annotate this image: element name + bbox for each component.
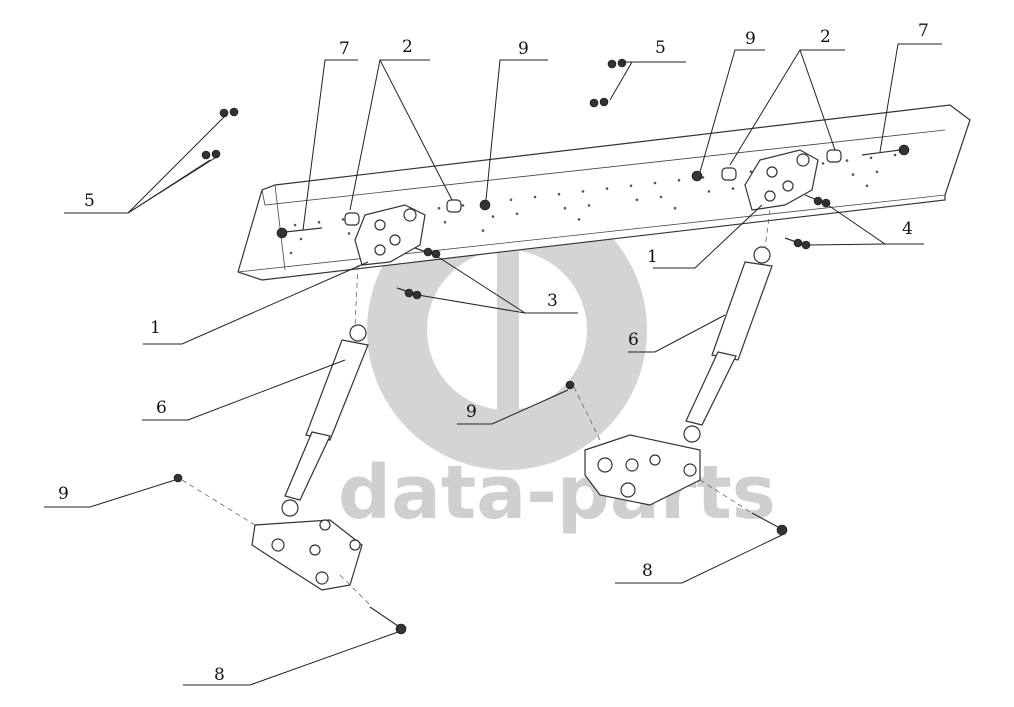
- rail-hole: [749, 170, 753, 174]
- callout-4: 4: [902, 219, 913, 239]
- rail-hole: [293, 223, 297, 227]
- rail-hole: [875, 170, 879, 174]
- callout-6-right: 6: [628, 330, 639, 350]
- rail-hole: [701, 176, 705, 179]
- rail-hole: [491, 215, 495, 218]
- rail-hole: [653, 181, 657, 185]
- rail-hole: [509, 198, 513, 202]
- rail-hole: [731, 187, 735, 190]
- rail-hole: [577, 218, 581, 221]
- rail-hole: [299, 237, 303, 241]
- rail-hole: [437, 206, 441, 210]
- left-lower-mount: [251, 519, 363, 591]
- rail-hole: [845, 159, 849, 162]
- rail-hole: [347, 232, 351, 235]
- rail-hole: [707, 190, 711, 193]
- callout-1-left: 1: [150, 318, 161, 338]
- rail-hole: [443, 220, 447, 224]
- rail-hole: [533, 195, 537, 199]
- callout-1-right: 1: [647, 247, 658, 267]
- callout-2-right: 2: [820, 27, 831, 47]
- callout-5-left: 5: [84, 191, 95, 211]
- left-shock-absorber: [281, 324, 369, 517]
- callout-9-low-left: 9: [58, 484, 69, 504]
- callout-9-top-right: 9: [745, 29, 756, 49]
- callout-5-top: 5: [655, 38, 666, 58]
- right-bracket: [744, 149, 819, 211]
- right-shock-absorber: [683, 246, 773, 443]
- rail-hole: [557, 192, 561, 196]
- rail-hole: [821, 162, 825, 165]
- leader-lines: [44, 43, 942, 686]
- rail-hole: [851, 173, 855, 176]
- watermark-logo-bar: [497, 250, 519, 410]
- rail-hole: [341, 218, 345, 221]
- callout-6-left: 6: [156, 398, 167, 418]
- callout-8-left: 8: [214, 665, 225, 685]
- bolts-7: [276, 144, 910, 239]
- right-lower-mount: [584, 434, 701, 506]
- rail-hole: [629, 184, 633, 188]
- callout-7-left: 7: [339, 39, 350, 59]
- rail-hole: [659, 195, 663, 199]
- bolts-8: [369, 512, 788, 635]
- nuts-5: [201, 58, 627, 160]
- rail-hole: [515, 212, 519, 216]
- callout-9-top-left: 9: [518, 39, 529, 59]
- rail-hole: [893, 153, 897, 157]
- assembly-dashed-lines: [181, 209, 771, 606]
- spacers: [344, 149, 842, 226]
- rail-hole: [481, 229, 485, 232]
- rail-hole: [635, 198, 639, 202]
- rail-hole: [605, 187, 609, 190]
- rail-hole: [673, 206, 677, 210]
- rail-hole: [865, 184, 869, 188]
- rail-hole: [317, 220, 321, 224]
- callout-labels: 7 2 9 5 9 2 7 5 4 1 3 1 6 6 9 9 8 8: [58, 21, 929, 685]
- rail-hole: [461, 204, 465, 207]
- rail-hole: [581, 190, 585, 193]
- callout-2-left: 2: [402, 37, 413, 57]
- watermark-text: data-parts: [338, 450, 776, 536]
- rail-hole: [289, 251, 293, 255]
- rail-hole: [563, 206, 567, 210]
- rail-hole: [869, 156, 873, 160]
- bolts-3: [396, 247, 441, 300]
- callout-8-right: 8: [642, 561, 653, 581]
- rail-hole: [587, 204, 591, 207]
- left-bracket: [354, 204, 426, 266]
- callout-3: 3: [547, 291, 558, 311]
- callout-9-mid: 9: [466, 402, 477, 422]
- nuts-9: [173, 170, 703, 483]
- callout-7-right: 7: [918, 21, 929, 41]
- rail-hole: [677, 178, 681, 182]
